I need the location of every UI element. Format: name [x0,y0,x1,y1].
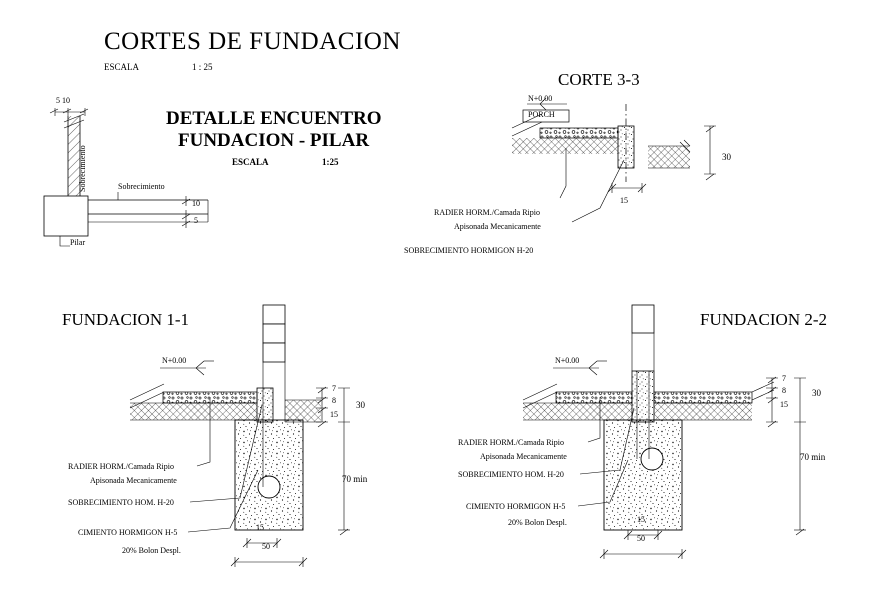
corte-3-3-note1-line1: RADIER HORM./Camada Ripio [434,208,540,217]
detail-scale-value: 1:25 [322,157,339,167]
corte-3-3-title: CORTE 3-3 [558,70,640,89]
fundacion-2-2-dim-7: 7 [782,374,786,383]
fundacion-1-1-level: N+0.00 [162,356,187,365]
fundacion-1-1-drawing [129,304,350,567]
fundacion-2-2-dim-50: 50 [637,534,645,543]
fundacion-1-1-note2: SOBRECIMIENTO HOM. H-20 [68,498,174,507]
fundacion-2-2-dim-30: 30 [812,388,821,398]
corte-3-3-level: N+0.00 [528,94,553,103]
fundacion-2-2-note1-line2: Apisonada Mecanicamente [480,452,567,461]
fundacion-1-1-dim-70min: 70 min [342,474,368,484]
corte-3-3-porch: PORCH [528,110,555,119]
page-title: CORTES DE FUNDACION [104,28,401,55]
fundacion-2-2-dim-15b: 15 [637,515,645,524]
fundacion-1-1-dim-15: 15 [330,410,338,419]
corte-3-3-note2: SOBRECIMIENTO HORMIGON H-20 [404,246,534,255]
detail-label-sobrecimiento: Sobrecimiento [118,182,165,191]
detail-label-pilar: Pilar [70,238,86,247]
corte-3-3-drawing [511,97,716,223]
fundacion-2-2-level: N+0.00 [555,356,580,365]
fundacion-1-1-dim-50: 50 [262,542,270,551]
detail-dim-5: 5 [194,216,198,225]
fundacion-2-2-dim-8: 8 [782,386,786,395]
corte-3-3-dim-15: 15 [620,196,628,205]
fundacion-1-1-dim-30: 30 [356,400,365,410]
fundacion-2-2-dim-70min: 70 min [800,452,826,462]
detail-dim-10: 10 [192,199,200,208]
detail-title-line1: DETALLE ENCUENTRO [166,108,382,129]
fundacion-1-1-note1-line1: RADIER HORM./Camada Ripio [68,462,174,471]
fundacion-1-1-note3-line1: CIMIENTO HORMIGON H-5 [78,528,178,537]
fundacion-2-2-note3-line1: CIMIENTO HORMIGON H-5 [466,502,566,511]
fundacion-2-2-note3-line2: 20% Bolon Despl. [508,518,567,527]
detail-title-line2: FUNDACION - PILAR [178,130,370,151]
fundacion-2-2-drawing [522,304,806,559]
fundacion-1-1-dim-8: 8 [332,396,336,405]
fundacion-1-1-note3-line2: 20% Bolon Despl. [122,546,181,555]
fundacion-1-1-dim-7: 7 [332,384,336,393]
corte-3-3-dim-30: 30 [722,152,731,162]
corte-3-3-note1-line2: Apisonada Mecanicamente [454,222,541,231]
fundacion-2-2-title: FUNDACION 2-2 [700,310,828,329]
fundacion-2-2-dim-15: 15 [780,400,788,409]
detail-encuentro-drawing [43,108,209,247]
detail-scale-label: ESCALA [232,157,269,167]
fundacion-2-2-note2: SOBRECIMIENTO HOM. H-20 [458,470,564,479]
fundacion-1-1-dim-15b: 15 [256,523,264,532]
fundacion-1-1-title: FUNDACION 1-1 [62,310,190,329]
detail-dim-top: 5 10 [56,96,70,105]
fundacion-2-2-note1-line1: RADIER HORM./Camada Ripio [458,438,564,447]
fundacion-1-1-note1-line2: Apisonada Mecanicamente [90,476,177,485]
main-scale-value: 1 : 25 [192,62,213,72]
detail-label-sobrecimiento-vertical: Sobrecimiento [78,145,87,192]
main-scale-label: ESCALA [104,62,140,72]
